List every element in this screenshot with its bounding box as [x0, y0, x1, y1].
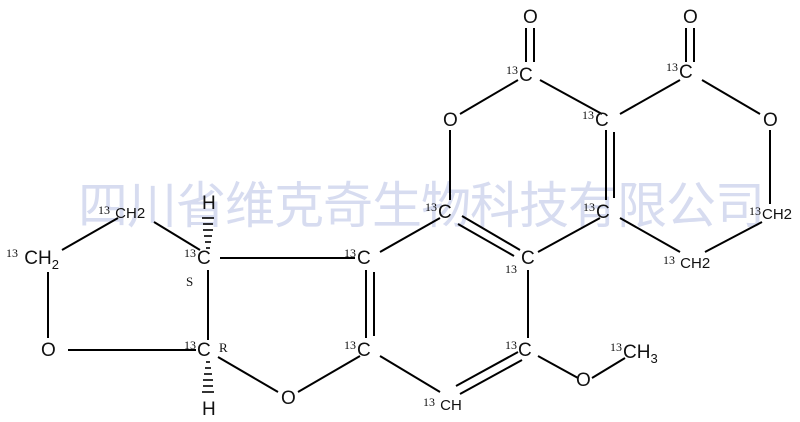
atom-c-upper-right: 13C [583, 200, 610, 223]
atom-c-s: 13C [184, 246, 211, 269]
atom-h-s: H [202, 193, 216, 214]
atom-c-low-right: 13C [505, 338, 532, 361]
atom-ch2-top-left: 13 CH2 [98, 203, 146, 222]
atom-o-furan: O [281, 388, 296, 409]
atom-ch2-right-top: 13CH2 [749, 204, 793, 223]
atom-ch-bottom: 13 CH [423, 395, 462, 414]
atom-c-r: 13C [184, 338, 211, 361]
atom-o-methoxy: O [576, 370, 591, 391]
atom-c-ring-center: 13C [582, 108, 609, 131]
atom-c-carbonyl-2: 13C [666, 60, 693, 83]
atom-c-mid-right: C [521, 248, 535, 269]
atom-c-low-left: 13C [344, 338, 371, 361]
atom-o-ring-left: O [443, 110, 458, 131]
atom-c-carbonyl-1: 13C [506, 63, 533, 86]
atom-o-ring-right: O [763, 110, 778, 131]
atom-ch2-left: 13 CH2 [6, 246, 59, 272]
isotope-c-mid-right: 13 [505, 262, 517, 276]
stereo-label-r: R [219, 340, 228, 355]
atom-c-upper-left: 13C [425, 200, 452, 223]
stereo-label-s: S [186, 274, 194, 289]
atom-ch2-right-bottom: 13 CH2 [663, 253, 711, 272]
atom-o-carbonyl-2: O [683, 7, 698, 28]
atom-o-left: O [41, 340, 56, 361]
atom-h-r: H [202, 399, 216, 420]
atom-ch3-methoxy: 13CH3 [610, 340, 658, 366]
atom-c-mid-left: 13C [344, 246, 371, 269]
atom-o-carbonyl-1: O [523, 7, 538, 28]
